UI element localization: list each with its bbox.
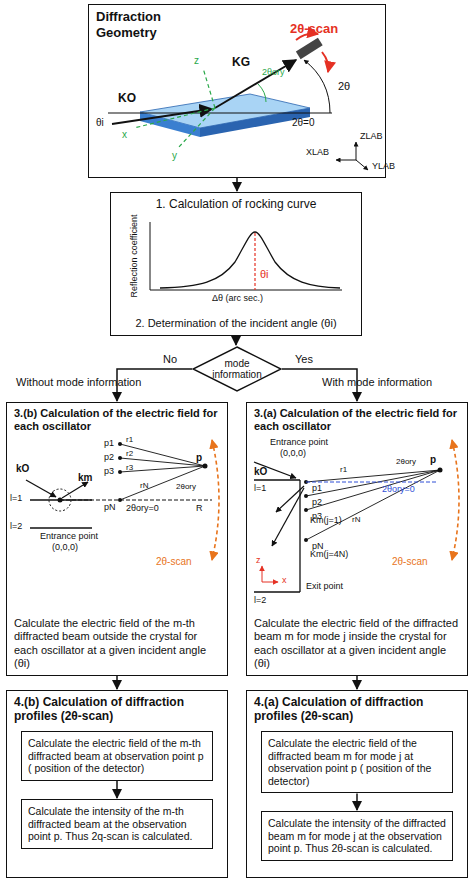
box-body: Calculate the electric field of the diff… <box>254 617 460 670</box>
decision-diamond: mode information <box>192 346 282 392</box>
diagram-label: 2θ-scan <box>290 22 338 36</box>
process-box: 3.(b) Calculation of the electric field … <box>6 402 228 676</box>
edge-label: No <box>163 353 177 365</box>
box-heading: Calculate the intensity of the m-th diff… <box>28 805 206 843</box>
diagram-label: 2θory <box>176 483 196 492</box>
diagram-label: 2θ <box>338 80 350 92</box>
diagram-label: r2 <box>126 450 133 459</box>
process-box: 4.(a) Calculation of diffraction profile… <box>246 690 468 878</box>
diagram-label: l=1 <box>10 494 22 504</box>
flow-arrow <box>116 781 118 798</box>
diagram-label: x <box>122 129 127 140</box>
step-box: Calculate the electric field of the m-th… <box>21 731 213 781</box>
diagram-label: z <box>256 556 261 566</box>
box-heading: 1. Calculation of rocking curve <box>115 197 357 211</box>
process-box: 1. Calculation of rocking curve 2. Determ… <box>110 192 362 336</box>
box-heading: Calculate the intensity of the diffracte… <box>268 817 446 855</box>
diagram-label: R <box>196 504 203 514</box>
diagram-label: kO <box>254 466 267 477</box>
diagram-label: r3 <box>126 464 133 473</box>
diagram-label: Reflection coefficient <box>129 215 139 298</box>
diagram-label: p2 <box>104 453 114 463</box>
diagram-label: p3 <box>104 467 114 477</box>
diagram-label: p1 <box>104 439 114 449</box>
diagram-label: ZLAB <box>360 132 383 142</box>
step-box: Calculate the electric field of the diff… <box>261 731 453 793</box>
diagram-label: rN <box>352 516 360 525</box>
diagram-label: 2θ=0 <box>292 117 315 128</box>
diagram-label: pN <box>104 503 116 513</box>
diagram-label: (0,0,0) <box>52 543 78 553</box>
diagram-label: p1 <box>312 484 322 494</box>
diagram-label: 2θory <box>262 68 285 78</box>
box-heading: 3.(a) Calculation of the electric field … <box>254 407 460 433</box>
edge-label: Yes <box>295 353 313 365</box>
diagram-label: p <box>430 454 436 465</box>
diagram-label: 2θ-scan <box>156 556 192 567</box>
diagram-label: XLAB <box>306 148 329 158</box>
diagram-label: p <box>196 452 202 463</box>
diagram-label: KO <box>118 92 136 105</box>
diagram-label: kO <box>16 463 29 474</box>
diagram-label: Entrance point <box>270 438 328 448</box>
diagram-label: YLAB <box>372 162 395 172</box>
flow-arrow <box>356 676 358 689</box>
box-heading: mode information <box>208 358 266 381</box>
diagram-label: Km(j=4N) <box>310 550 348 560</box>
diagram-label: 2θory=0 <box>382 485 415 495</box>
flow-arrow <box>236 178 238 191</box>
diagram-label: l=2 <box>254 596 266 606</box>
diagram-label: r1 <box>126 436 133 445</box>
box-heading: Calculate the electric field of the m-th… <box>28 737 206 775</box>
diagram-label: θi <box>96 117 104 128</box>
diagram-label: l=1 <box>254 484 266 494</box>
diagram-label: Km(j=1) <box>310 516 342 526</box>
diagram-label: km <box>78 472 92 483</box>
diagram-label: (0,0,0) <box>280 449 306 459</box>
box-heading: 3.(b) Calculation of the electric field … <box>14 407 220 433</box>
step-box: Calculate the intensity of the m-th diff… <box>21 799 213 849</box>
box-heading: Calculate the electric field of the diff… <box>268 737 446 787</box>
diagram-label: y <box>172 150 177 161</box>
diagram-label: r1 <box>340 466 347 475</box>
diagram-label: KG <box>232 56 250 69</box>
diagram-label: p2 <box>312 498 322 508</box>
box-body: Calculate the electric field of the m-th… <box>14 617 220 670</box>
flow-arrow <box>356 793 358 810</box>
process-box: 4.(b) Calculation of diffraction profile… <box>6 690 228 878</box>
diagram-label: θi <box>260 268 269 280</box>
diagram-label: x <box>282 576 287 586</box>
diagram-label: l=2 <box>10 522 22 532</box>
box-heading: Diffraction Geometry <box>96 9 182 40</box>
diagram-label: With mode information <box>322 376 432 388</box>
box-heading: 4.(b) Calculation of diffraction profile… <box>14 695 220 724</box>
diagram-label: z <box>194 55 199 66</box>
diagram-label: Without mode information <box>16 376 141 388</box>
diagram-label: 2θory=0 <box>126 504 159 514</box>
step-box: Calculate the intensity of the diffracte… <box>261 811 453 861</box>
diagram-label: rN <box>140 482 148 491</box>
diagram-label: Entrance point <box>40 532 98 542</box>
box-heading: 4.(a) Calculation of diffraction profile… <box>254 695 460 724</box>
diagram-label: Exit point <box>306 582 343 592</box>
flow-arrow <box>116 676 118 689</box>
diagram-label: 2θ-scan <box>392 556 428 567</box>
diagram-label: 2θory <box>396 458 416 467</box>
diagram-label: Δθ (arc sec.) <box>212 294 263 304</box>
flow-arrow <box>235 336 237 345</box>
box-body: 2. Determination of the incident angle (… <box>115 317 357 330</box>
